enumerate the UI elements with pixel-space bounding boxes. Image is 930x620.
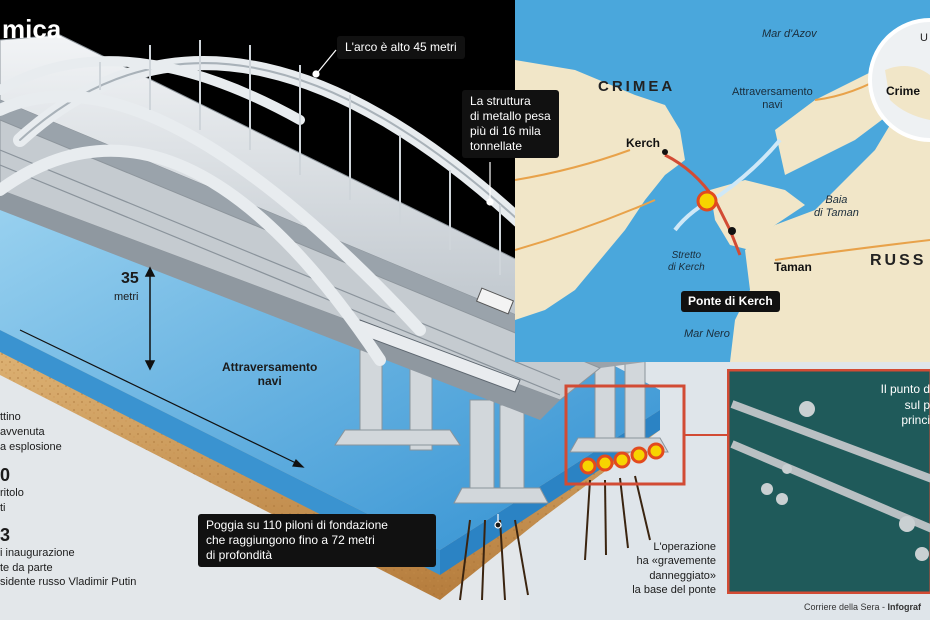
rail-deck-side: [0, 190, 560, 420]
satellite-caption: Il punto d sul p princi: [880, 382, 930, 428]
explosion-markers: [579, 442, 665, 475]
map-explosion-icon: [696, 190, 718, 212]
foundation-piles: [459, 475, 651, 601]
map-label-russia: RUSS: [870, 252, 927, 269]
map-label-strait: Stretto di Kerch: [668, 250, 705, 273]
width-arrow: [19, 329, 305, 468]
arch-height-callout: L'arco è alto 45 metri: [337, 36, 465, 59]
map-russia-land: [730, 90, 930, 362]
map-label-bay: Baia di Taman: [814, 194, 859, 220]
operation-caption: L'operazione ha «gravemente danneggiato»…: [632, 541, 716, 596]
structure-weight-callout: La struttura di metallo pesa più di 16 m…: [462, 90, 559, 158]
globe-label-crimea: Crime: [886, 84, 921, 98]
rail-truss: [0, 149, 561, 396]
clearance-arrow: [144, 266, 156, 371]
clearance-value: 35: [121, 270, 139, 287]
credit-line: Corriere della Sera - Infograf: [804, 602, 922, 612]
satellite-photo: [727, 369, 930, 594]
ship-passage-label: Attraversamento navi: [222, 360, 318, 388]
map-label-taman: Taman: [774, 260, 812, 274]
map-kerch-point: [662, 149, 668, 155]
map-label-crimea: CRIMEA: [598, 78, 676, 95]
map-label-passage: Attraversamento navi: [732, 86, 813, 112]
fact-cargo: 0 ritolo ti: [0, 465, 24, 514]
fact-attack: ttino avvenuta a esplosione: [0, 411, 62, 453]
globe-label-u: U: [920, 32, 928, 44]
foundation-callout: Poggia su 110 piloni di fondazione che r…: [198, 514, 436, 567]
clearance-unit: metri: [114, 291, 139, 303]
satellite-bridge: [730, 400, 930, 533]
map-label-black-sea: Mar Nero: [684, 328, 730, 340]
sea-left-face: [0, 330, 440, 575]
map-bridge-label: Ponte di Kerch: [681, 291, 780, 312]
globe-land: [885, 66, 930, 120]
bridge-piers: [334, 299, 669, 504]
map-label-kerch: Kerch: [626, 136, 661, 150]
callout-lines: [312, 49, 502, 529]
fact-inauguration: 3 i inaugurazione te da parte sidente ru…: [0, 525, 137, 589]
map-bridge-point: [728, 227, 736, 235]
satellite-piers: [761, 401, 929, 561]
bridge-arches: [0, 56, 567, 366]
title-fragment: mica: [2, 14, 62, 44]
arch-hangers: [99, 40, 501, 275]
truck: [475, 287, 515, 315]
map-label-azov: Mar d'Azov: [762, 28, 817, 40]
map-ship-route-arrow: [673, 138, 782, 232]
